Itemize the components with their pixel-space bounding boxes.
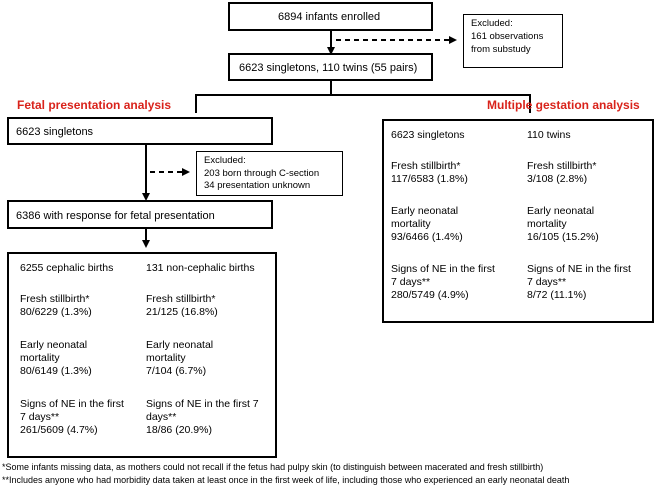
- multiple-col2-enm-label1: Early neonatal: [527, 205, 595, 217]
- multiple-col1-ne-value: 280/5749 (4.9%): [391, 289, 469, 301]
- fetal-col2-enm-value: 7/104 (6.7%): [146, 365, 207, 377]
- multiple-col1-fsb-value: 117/6583 (1.8%): [391, 173, 468, 185]
- multiple-results-box: 6623 singletons 110 twins Fresh stillbir…: [382, 119, 654, 323]
- fetal-col2-ne-label2: days**: [146, 411, 177, 423]
- excluded-top-line2: from substudy: [471, 44, 531, 55]
- fetal-col1-ne-label1: Signs of NE in the first: [20, 398, 124, 410]
- multiple-col2-ne-label2: 7 days**: [527, 276, 567, 288]
- response-text: 6386 with response for fetal presentatio…: [16, 210, 215, 222]
- multiple-col2-enm-label2: mortality: [527, 218, 567, 230]
- footnote-stillbirth: *Some infants missing data, as mothers c…: [2, 462, 544, 472]
- fetal-col2-fsb-label: Fresh stillbirth*: [146, 293, 216, 305]
- heading-multiple-gestation: Multiple gestation analysis: [487, 98, 640, 112]
- multiple-col2-ne-label1: Signs of NE in the first: [527, 263, 631, 275]
- cohort-text: 6623 singletons, 110 twins (55 pairs): [239, 62, 418, 74]
- multiple-col1-header: 6623 singletons: [391, 129, 465, 141]
- multiple-col2-fsb-label: Fresh stillbirth*: [527, 160, 597, 172]
- fetal-col2-ne-value: 18/86 (20.9%): [146, 424, 212, 436]
- fetal-col1-ne-label2: 7 days**: [20, 411, 60, 423]
- multiple-col2-fsb-value: 3/108 (2.8%): [527, 173, 588, 185]
- fetal-col1-enm-value: 80/6149 (1.3%): [20, 365, 92, 377]
- footnote-morbidity: **Includes anyone who had morbidity data…: [2, 475, 570, 485]
- split-bracket: [195, 80, 531, 113]
- excluded-mid-label: Excluded:: [204, 155, 246, 166]
- excluded-mid-line1: 203 born through C-section: [204, 168, 320, 179]
- multiple-col1-enm-label1: Early neonatal: [391, 205, 459, 217]
- multiple-col1-enm-value: 93/6466 (1.4%): [391, 231, 463, 243]
- fetal-singletons-box: 6623 singletons: [7, 117, 273, 145]
- cohort-box: 6623 singletons, 110 twins (55 pairs): [228, 53, 433, 81]
- fetal-col1-enm-label1: Early neonatal: [20, 339, 88, 351]
- fetal-col2-enm-label2: mortality: [146, 352, 186, 364]
- fetal-col2-fsb-value: 21/125 (16.8%): [146, 306, 218, 318]
- fetal-results-box: 6255 cephalic births 131 non-cephalic bi…: [7, 252, 277, 458]
- enrolled-box: 6894 infants enrolled: [228, 2, 433, 31]
- enrolled-text: 6894 infants enrolled: [278, 11, 381, 23]
- excluded-mid-box: Excluded: 203 born through C-section 34 …: [196, 151, 343, 196]
- heading-fetal-presentation: Fetal presentation analysis: [17, 98, 172, 112]
- excluded-mid-line2: 34 presentation unknown: [204, 180, 311, 191]
- multiple-col1-fsb-label: Fresh stillbirth*: [391, 160, 461, 172]
- fetal-singletons-text: 6623 singletons: [16, 126, 94, 138]
- excluded-top-line1: 161 observations: [471, 31, 544, 42]
- fetal-col2-ne-label1: Signs of NE in the first 7: [146, 398, 259, 410]
- fetal-col2-enm-label1: Early neonatal: [146, 339, 214, 351]
- excluded-top-label: Excluded:: [471, 18, 513, 29]
- multiple-col1-ne-label1: Signs of NE in the first: [391, 263, 495, 275]
- response-box: 6386 with response for fetal presentatio…: [7, 200, 273, 229]
- multiple-col2-header: 110 twins: [527, 129, 571, 141]
- multiple-col1-ne-label2: 7 days**: [391, 276, 431, 288]
- fetal-col2-header: 131 non-cephalic births: [146, 262, 255, 274]
- excluded-top-box: Excluded: 161 observations from substudy: [463, 14, 563, 68]
- fetal-col1-fsb-value: 80/6229 (1.3%): [20, 306, 92, 318]
- multiple-col1-enm-label2: mortality: [391, 218, 431, 230]
- fetal-col1-enm-label2: mortality: [20, 352, 60, 364]
- fetal-col1-header: 6255 cephalic births: [20, 262, 114, 274]
- fetal-col1-fsb-label: Fresh stillbirth*: [20, 293, 90, 305]
- fetal-col1-ne-value: 261/5609 (4.7%): [20, 424, 98, 436]
- multiple-col2-ne-value: 8/72 (11.1%): [527, 289, 587, 301]
- multiple-col2-enm-value: 16/105 (15.2%): [527, 231, 599, 243]
